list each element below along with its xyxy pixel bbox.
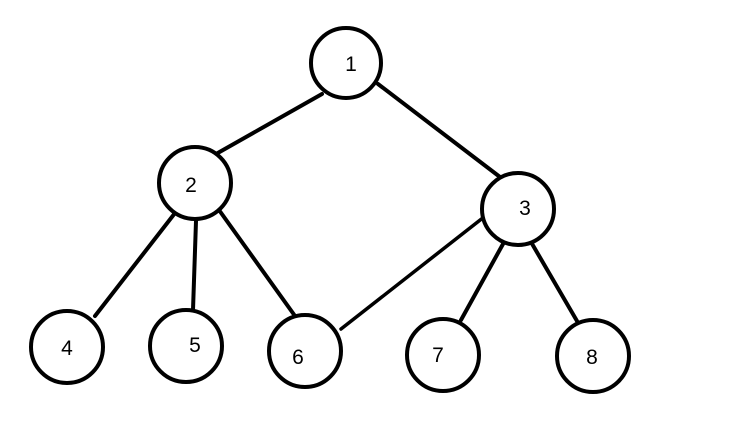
edge-2-5 bbox=[191, 219, 198, 312]
edge-3-8 bbox=[529, 240, 579, 323]
node-circle-4 bbox=[29, 309, 105, 385]
tree-node-5: 5 bbox=[148, 308, 224, 384]
tree-node-8: 8 bbox=[555, 318, 631, 394]
node-label-7: 7 bbox=[432, 344, 444, 367]
node-circle-6 bbox=[267, 313, 343, 389]
nodes-layer: 1 2 3 4 5 6 7 8 bbox=[29, 26, 631, 394]
edge-3-7 bbox=[459, 242, 505, 322]
node-label-1: 1 bbox=[345, 53, 357, 76]
node-label-5: 5 bbox=[189, 334, 201, 357]
node-circle-2 bbox=[157, 145, 233, 221]
edges-layer bbox=[93, 82, 579, 331]
tree-node-4: 4 bbox=[29, 309, 105, 385]
tree-node-2: 2 bbox=[157, 145, 233, 221]
node-label-3: 3 bbox=[519, 197, 531, 220]
node-circle-5 bbox=[148, 308, 224, 384]
node-label-4: 4 bbox=[61, 337, 73, 360]
edge-2-4 bbox=[93, 211, 177, 318]
node-label-2: 2 bbox=[185, 174, 197, 197]
edge-2-6 bbox=[217, 208, 297, 318]
node-circle-3 bbox=[480, 171, 556, 247]
node-circle-7 bbox=[405, 317, 481, 393]
node-label-6: 6 bbox=[292, 346, 304, 369]
tree-node-1: 1 bbox=[309, 26, 383, 100]
tree-node-3: 3 bbox=[480, 171, 556, 247]
tree-node-7: 7 bbox=[405, 317, 481, 393]
highlighted-edge-3-6 bbox=[339, 215, 486, 331]
edge-1-2 bbox=[214, 92, 324, 156]
tree-node-6: 6 bbox=[267, 313, 343, 389]
node-label-8: 8 bbox=[586, 346, 598, 369]
edge-1-3 bbox=[376, 82, 502, 179]
node-circle-1 bbox=[309, 26, 383, 100]
node-circle-8 bbox=[555, 318, 631, 394]
